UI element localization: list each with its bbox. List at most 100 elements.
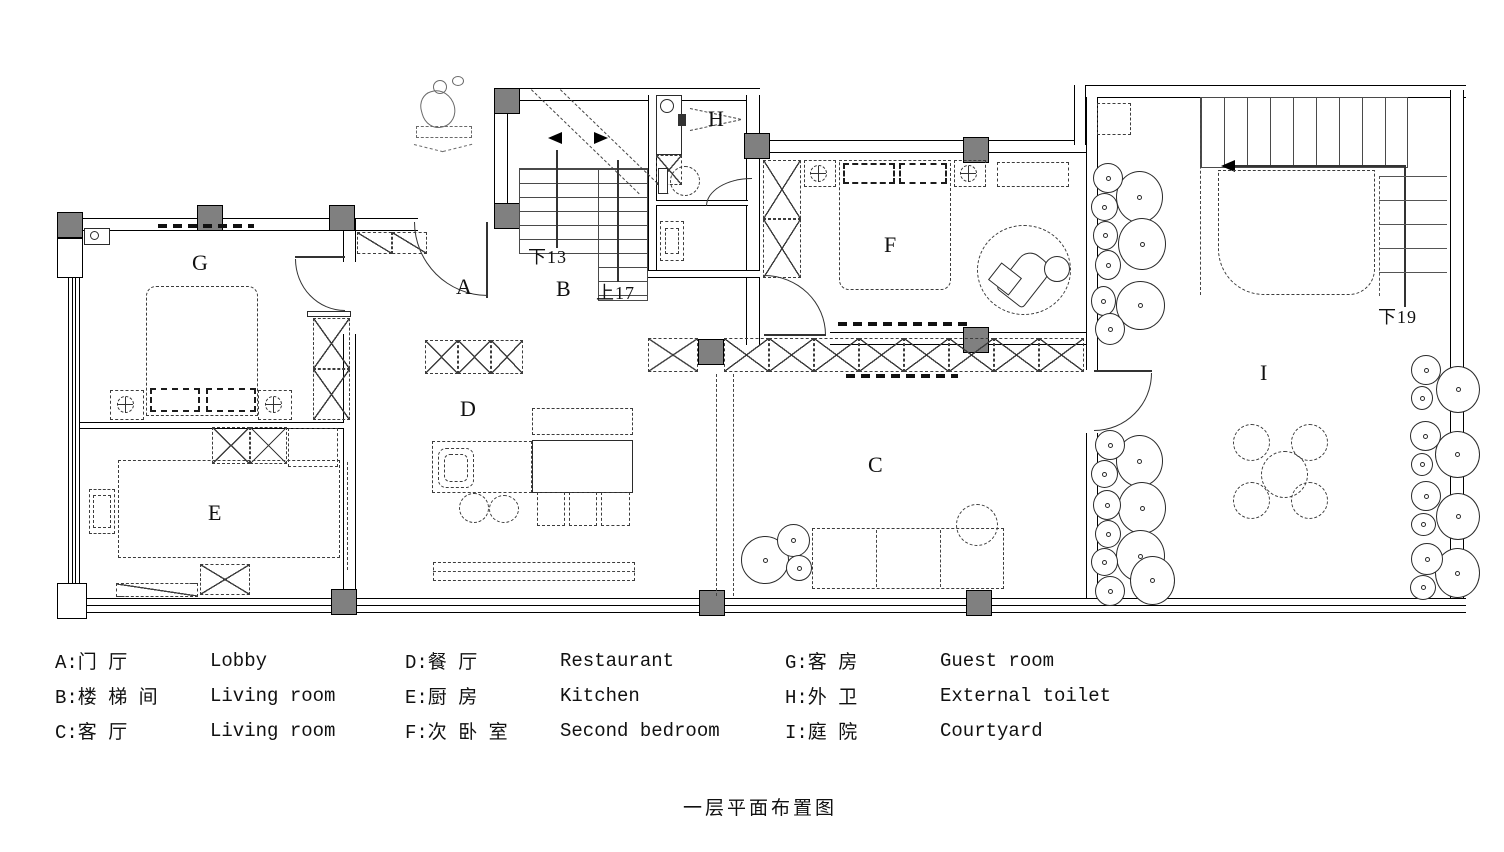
tree xyxy=(1411,453,1433,476)
desk-stool xyxy=(1044,256,1070,282)
dresser xyxy=(997,162,1069,187)
legend: G:客 房 Guest room H:外 卫 External toilet I… xyxy=(785,643,1111,748)
wardrobe xyxy=(313,318,350,369)
stool xyxy=(489,495,519,523)
side-steps xyxy=(1379,176,1447,296)
basin-icon xyxy=(660,99,674,113)
dining-chair xyxy=(601,492,630,526)
dining-table-extension xyxy=(532,408,633,435)
nightstand xyxy=(110,390,144,420)
door-mat xyxy=(416,126,472,138)
legend-row: E:厨 房 Kitchen xyxy=(405,678,720,713)
door-arc xyxy=(1094,373,1152,431)
lamp-icon xyxy=(117,396,134,413)
wall xyxy=(1086,598,1466,613)
kitchen-cabinet xyxy=(250,427,287,464)
door-arc xyxy=(706,178,752,206)
tree xyxy=(1411,513,1436,536)
dining-chair xyxy=(569,492,597,526)
legend-row: I:庭 院 Courtyard xyxy=(785,713,1111,748)
tv-cabinet xyxy=(904,338,949,372)
curtain xyxy=(158,224,254,228)
sideboard xyxy=(491,340,523,374)
column xyxy=(966,590,992,616)
legend-row: C:客 厅 Living room xyxy=(55,713,335,748)
pillow xyxy=(150,388,200,412)
person-sketch xyxy=(416,86,460,132)
tv-cabinet xyxy=(994,338,1039,372)
pillow xyxy=(206,388,256,412)
room-label-a: A xyxy=(456,274,472,299)
wall xyxy=(494,88,760,101)
drainboard xyxy=(116,583,198,597)
wall xyxy=(1086,433,1098,601)
tree xyxy=(1116,171,1163,223)
tree xyxy=(1091,193,1118,221)
entry-arrow xyxy=(413,144,444,153)
garden-chair xyxy=(1291,482,1328,519)
switch-icon xyxy=(90,231,99,240)
stair-leader-line xyxy=(617,160,619,282)
column xyxy=(744,133,770,159)
sideboard xyxy=(425,340,458,374)
planter-box xyxy=(1097,103,1131,135)
shower-head-icon xyxy=(678,114,686,126)
window xyxy=(68,276,80,583)
legend-name: Living room xyxy=(210,719,336,742)
lamp-icon xyxy=(810,165,827,182)
pillow xyxy=(899,163,947,184)
legend-code: H:外 卫 xyxy=(785,687,858,709)
tree xyxy=(1091,460,1118,488)
legend-code: A:门 厅 xyxy=(55,652,128,674)
tv-cabinet xyxy=(769,338,814,372)
tv-cabinet xyxy=(1039,338,1084,372)
room-label-c: C xyxy=(868,452,883,477)
garden-table xyxy=(1261,451,1308,498)
tree xyxy=(1095,250,1121,280)
tree xyxy=(1116,281,1165,330)
stair-edge-line xyxy=(1200,100,1201,295)
column xyxy=(331,589,357,615)
tree xyxy=(1095,576,1125,606)
legend-name: Second bedroom xyxy=(560,719,720,742)
drawing-title: 一层平面布置图 xyxy=(682,798,837,819)
tree xyxy=(1411,355,1441,385)
legend-code: G:客 房 xyxy=(785,652,858,674)
stair-arrow xyxy=(548,132,562,144)
wall xyxy=(648,95,657,278)
wall xyxy=(1074,85,1086,145)
pillow xyxy=(843,163,895,184)
person-sketch xyxy=(433,80,447,94)
column xyxy=(57,238,83,278)
door-arc xyxy=(295,259,345,311)
tv-cabinet xyxy=(724,338,769,372)
tree xyxy=(1411,543,1443,575)
legend-row: B:楼 梯 间 Living room xyxy=(55,678,335,713)
column xyxy=(329,205,355,231)
bed xyxy=(839,160,951,290)
tree xyxy=(1095,520,1121,548)
tv-cabinet xyxy=(859,338,904,372)
legend-code: E:厨 房 xyxy=(405,687,478,709)
legend-row: H:外 卫 External toilet xyxy=(785,678,1111,713)
nightstand xyxy=(804,160,836,187)
wall xyxy=(757,140,1087,153)
tree xyxy=(1093,221,1118,250)
wardrobe xyxy=(763,160,801,219)
kitchen-sink xyxy=(89,489,115,534)
room-label-g: G xyxy=(192,250,208,275)
stair-arrow xyxy=(1221,160,1235,172)
sofa-seat-line xyxy=(940,530,941,587)
kitchen-cabinet xyxy=(212,427,250,464)
plant xyxy=(777,524,810,557)
bed xyxy=(146,286,258,416)
legend-code: F:次 卧 室 xyxy=(405,722,508,744)
exterior-stair xyxy=(1200,97,1408,168)
room-label-d: D xyxy=(460,396,476,421)
legend-name: Lobby xyxy=(210,649,268,672)
column xyxy=(963,137,989,163)
dining-chair xyxy=(537,492,565,526)
legend: A:门 厅 Lobby B:楼 梯 间 Living room C:客 厅 Li… xyxy=(55,643,335,748)
sideboard xyxy=(458,340,491,374)
legend-code: B:楼 梯 间 xyxy=(55,687,158,709)
